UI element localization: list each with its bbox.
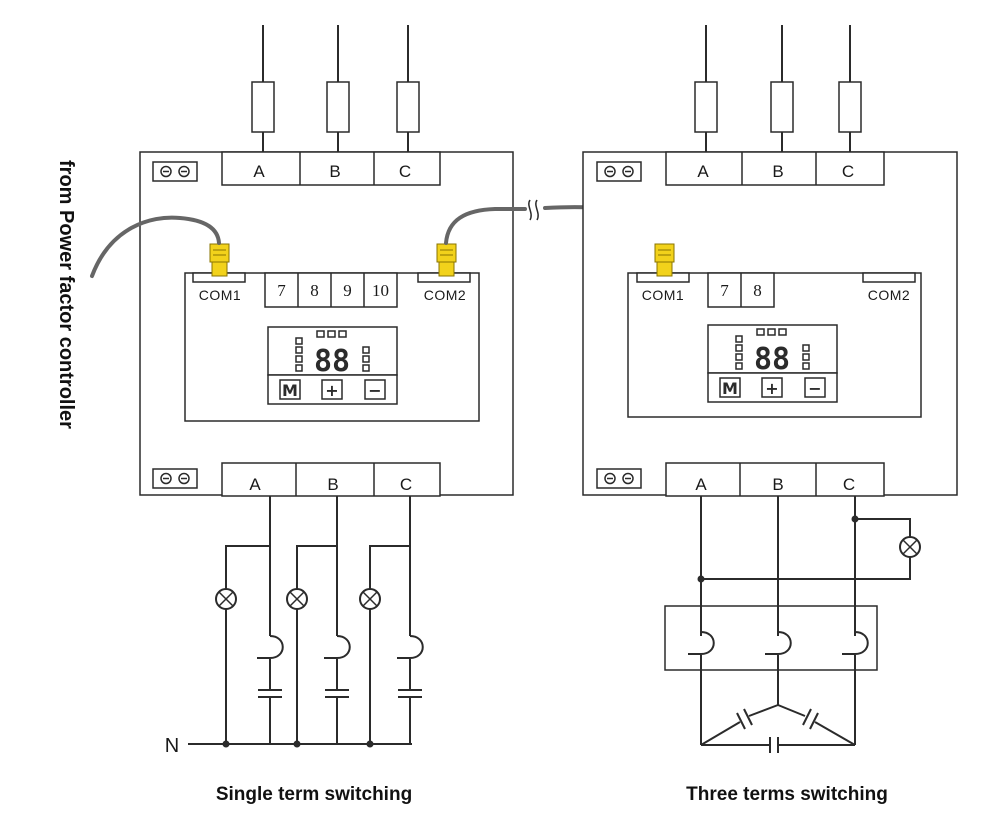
left-com1-label: COM1	[199, 287, 241, 303]
left-display: 88	[267, 326, 398, 379]
right-top-terminals: A B C	[665, 151, 885, 186]
fuse-b-left	[326, 81, 350, 133]
left-bottom-terminals: A B C	[221, 462, 441, 497]
fuse-a-right	[694, 81, 718, 133]
left-key-m[interactable]: M	[282, 381, 298, 400]
left-top-terminal-b: B	[329, 162, 340, 181]
right-bottom-terminal-c: C	[843, 475, 855, 494]
right-terminal-7: 7	[720, 281, 729, 300]
right-number-terminals: 7 8	[707, 272, 775, 308]
right-com2-port	[862, 272, 916, 283]
left-screw-block-top	[152, 161, 198, 182]
fuse-c-left	[396, 81, 420, 133]
right-key-minus[interactable]: −	[808, 379, 821, 398]
left-number-terminals: 7 8 9 10	[264, 272, 398, 308]
left-terminal-8: 8	[310, 281, 319, 300]
right-key-plus[interactable]: +	[765, 379, 778, 398]
capacitor-icon	[398, 689, 422, 744]
left-terminal-7: 7	[277, 281, 286, 300]
capacitor-icon	[325, 689, 349, 744]
fuse-b-right	[770, 81, 794, 133]
right-bottom-terminal-a: A	[695, 475, 707, 494]
left-key-minus[interactable]: −	[368, 381, 381, 400]
right-com1-connector	[654, 243, 675, 277]
left-bottom-terminal-b: B	[327, 475, 338, 494]
right-key-m[interactable]: M	[722, 379, 738, 398]
right-com1-label: COM1	[642, 287, 684, 303]
caption-single-term: Single term switching	[216, 784, 412, 805]
right-com2-label: COM2	[868, 287, 910, 303]
fuse-a-left	[251, 81, 275, 133]
right-keypad	[707, 372, 838, 403]
right-unit: A B C A B C COM1 COM2 7 8 88	[582, 25, 958, 497]
lamp-icon	[286, 588, 308, 610]
left-terminal-9: 9	[343, 281, 352, 300]
reactor-icon	[324, 635, 351, 690]
right-display-readout: 88	[754, 342, 790, 377]
fuse-c-right	[838, 81, 862, 133]
lamp-icon	[359, 588, 381, 610]
right-display: 88	[707, 324, 838, 377]
left-key-plus[interactable]: +	[325, 381, 338, 400]
right-bottom-terminal-b: B	[772, 475, 783, 494]
capacitor-icon	[258, 689, 282, 744]
neutral-label: N	[165, 735, 179, 757]
right-screw-block-top	[596, 161, 642, 182]
left-display-readout: 88	[314, 344, 350, 379]
reactor-icon	[688, 631, 715, 745]
left-com1-connector	[209, 243, 230, 277]
left-load-wiring: N	[165, 496, 424, 757]
left-unit: A B C A B C COM1 COM2 7 8 9 10	[139, 25, 514, 497]
right-top-terminal-c: C	[842, 162, 854, 181]
left-bottom-terminal-c: C	[400, 475, 412, 494]
left-supply-lines	[251, 25, 420, 152]
caption-three-terms: Three terms switching	[686, 784, 888, 805]
lamp-icon	[215, 588, 237, 610]
right-screw-block-bottom	[596, 468, 642, 489]
left-bottom-terminal-a: A	[249, 475, 261, 494]
delta-capacitor	[700, 704, 856, 753]
left-top-terminals: A B C	[221, 151, 441, 186]
left-com2-label: COM2	[424, 287, 466, 303]
reactor-icon	[257, 635, 284, 690]
left-screw-block-bottom	[152, 468, 198, 489]
controller-cable	[90, 215, 221, 278]
right-load-wiring	[664, 496, 921, 753]
reactor-enclosure	[664, 605, 878, 671]
cable-break-symbol	[528, 199, 539, 221]
reactor-icon	[765, 631, 792, 705]
right-terminal-8: 8	[753, 281, 762, 300]
link-cable-left	[444, 207, 527, 245]
side-label: from Power factor controller	[55, 160, 77, 429]
left-top-terminal-a: A	[253, 162, 265, 181]
right-top-terminal-b: B	[772, 162, 783, 181]
left-top-terminal-c: C	[399, 162, 411, 181]
left-keypad	[267, 374, 398, 405]
reactor-icon	[397, 635, 424, 690]
right-bottom-terminals: A B C	[665, 462, 885, 497]
right-supply-lines	[694, 25, 862, 152]
reactor-icon	[842, 631, 869, 745]
left-com2-connector	[436, 243, 457, 277]
right-top-terminal-a: A	[697, 162, 709, 181]
left-terminal-10: 10	[372, 281, 389, 300]
lamp-icon	[899, 536, 921, 558]
